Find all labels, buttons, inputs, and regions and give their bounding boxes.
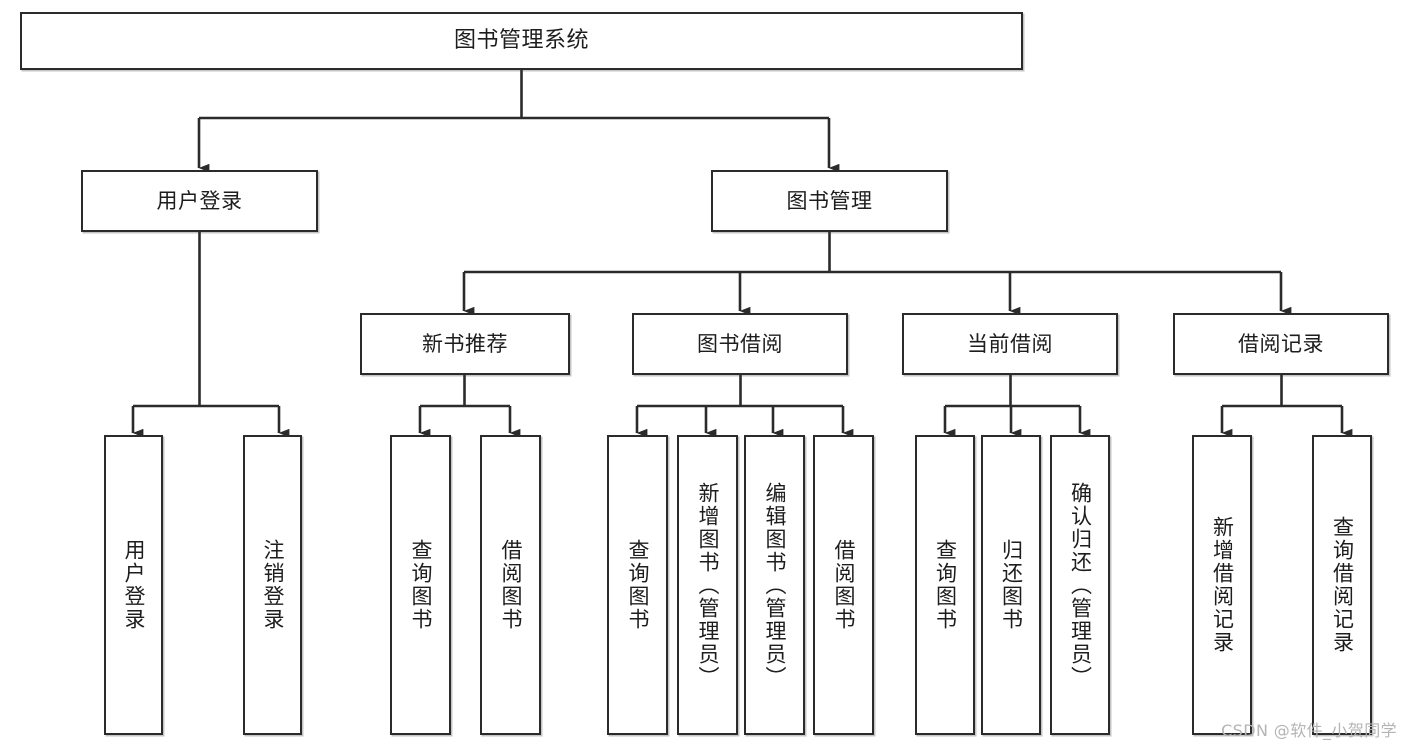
node-label: 借阅记录 [1238,331,1324,356]
node-root-book-management-system[interactable]: 图书管理系统 [20,12,1023,70]
node-label: 查询图书 [933,539,958,631]
node-leaf-query-book-1[interactable]: 查询图书 [390,435,451,735]
node-leaf-borrow-book-1[interactable]: 借阅图书 [480,435,541,735]
node-current-borrow[interactable]: 当前借阅 [902,313,1118,375]
node-label: 编辑图书（管理员） [763,481,787,689]
node-label: 归还图书 [999,539,1024,631]
node-user-login[interactable]: 用户登录 [81,170,318,232]
node-leaf-query-book-3[interactable]: 查询图书 [915,435,975,735]
node-leaf-add-record[interactable]: 新增借阅记录 [1192,435,1252,735]
node-borrow-record[interactable]: 借阅记录 [1173,313,1389,375]
node-label: 借阅图书 [499,539,523,631]
node-leaf-edit-book[interactable]: 编辑图书（管理员） [744,435,805,735]
node-label: 当前借阅 [967,331,1053,356]
node-label: 借阅图书 [832,539,856,631]
node-book-manage[interactable]: 图书管理 [711,170,948,232]
node-label: 确认归还（管理员） [1068,481,1093,689]
node-label: 查询图书 [409,539,433,631]
node-leaf-user-login[interactable]: 用户登录 [104,435,163,735]
node-label: 图书借阅 [697,331,783,356]
watermark-text: CSDN @软件_小贺同学 [1221,721,1397,740]
node-leaf-return-book[interactable]: 归还图书 [981,435,1041,735]
node-leaf-user-logout[interactable]: 注销登录 [243,435,302,735]
node-label: 用户登录 [122,539,146,631]
node-label: 用户登录 [156,188,243,213]
node-label: 新增借阅记录 [1210,516,1235,654]
node-new-book-recommend[interactable]: 新书推荐 [360,313,570,375]
node-label: 图书管理 [786,188,873,213]
node-leaf-query-book-2[interactable]: 查询图书 [607,435,668,735]
node-leaf-add-book[interactable]: 新增图书（管理员） [677,435,738,735]
node-leaf-confirm-return[interactable]: 确认归还（管理员） [1050,435,1110,735]
node-leaf-borrow-book-2[interactable]: 借阅图书 [813,435,874,735]
node-leaf-query-record[interactable]: 查询借阅记录 [1312,435,1372,735]
node-label: 注销登录 [261,539,285,631]
node-label: 新书推荐 [422,331,508,356]
node-label: 查询图书 [626,539,650,631]
node-label: 查询借阅记录 [1330,516,1355,654]
node-label: 新增图书（管理员） [696,481,720,689]
node-book-borrow[interactable]: 图书借阅 [632,313,848,375]
node-label: 图书管理系统 [453,28,589,54]
